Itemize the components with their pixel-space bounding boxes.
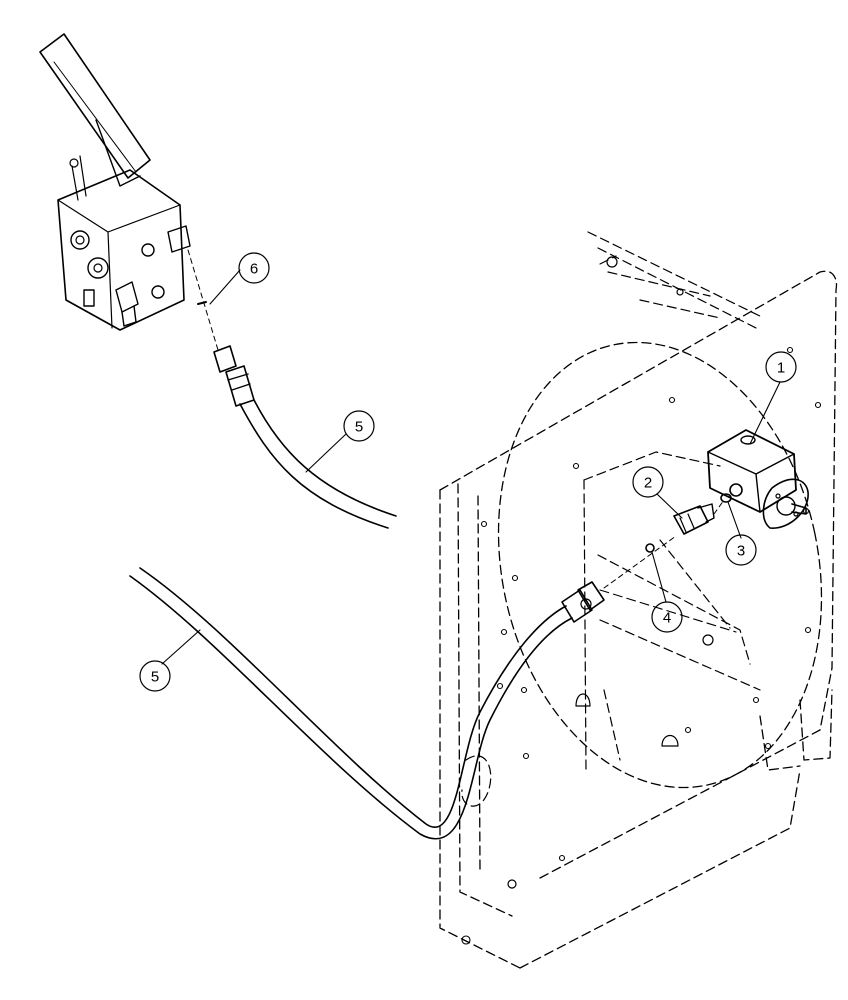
callout-6: 6 bbox=[238, 252, 270, 284]
assembly-line-pump bbox=[603, 499, 725, 589]
frame-housing bbox=[439, 231, 838, 969]
callout-5b-label: 5 bbox=[151, 669, 159, 686]
o-ring-4 bbox=[645, 543, 655, 553]
callout-3: 3 bbox=[725, 534, 757, 566]
hydraulic-pump bbox=[707, 429, 810, 529]
leader-lines bbox=[161, 269, 781, 665]
callout-1-label: 1 bbox=[777, 360, 785, 377]
callout-6-label: 6 bbox=[250, 261, 258, 278]
control-valve bbox=[39, 33, 191, 331]
o-ring-6 bbox=[197, 301, 207, 305]
hose-lower bbox=[129, 567, 605, 840]
callout-2: 2 bbox=[632, 466, 664, 498]
hose-upper bbox=[213, 345, 397, 529]
callout-3-label: 3 bbox=[737, 543, 745, 560]
o-ring-3 bbox=[720, 493, 732, 503]
callout-4-label: 4 bbox=[663, 610, 671, 627]
callout-2-label: 2 bbox=[644, 475, 652, 492]
assembly-line-pump-lower bbox=[599, 589, 737, 633]
adapter-fitting-2 bbox=[673, 503, 715, 535]
callout-1: 1 bbox=[765, 351, 797, 383]
callout-5a-label: 5 bbox=[355, 419, 363, 436]
callout-4: 4 bbox=[651, 601, 683, 633]
callout-5b: 5 bbox=[139, 660, 171, 692]
callout-5a: 5 bbox=[343, 410, 375, 442]
